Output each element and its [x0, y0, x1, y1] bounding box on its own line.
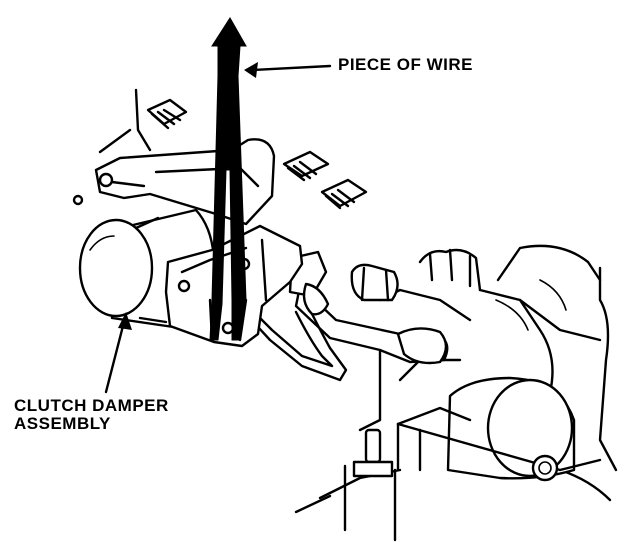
piece-of-wire-label: PIECE OF WIRE [338, 55, 473, 74]
clutch-damper-label: CLUTCH DAMPER ASSEMBLY [14, 397, 169, 433]
stud-bolt [352, 428, 394, 478]
mounting-bolt-2 [282, 150, 330, 182]
clutch-damper-label-line2: ASSEMBLY [14, 413, 111, 433]
piece-of-wire [208, 17, 248, 342]
clutch-damper-label-line1: CLUTCH DAMPER [14, 396, 169, 415]
engine-mount [396, 376, 602, 482]
sensor-knob [350, 263, 399, 302]
mounting-bolt-1 [146, 98, 188, 130]
clutch-callout-arrow [104, 312, 132, 394]
push-rod [294, 284, 449, 365]
wire-callout-arrow [244, 62, 332, 78]
mounting-bolt-3 [320, 178, 368, 210]
